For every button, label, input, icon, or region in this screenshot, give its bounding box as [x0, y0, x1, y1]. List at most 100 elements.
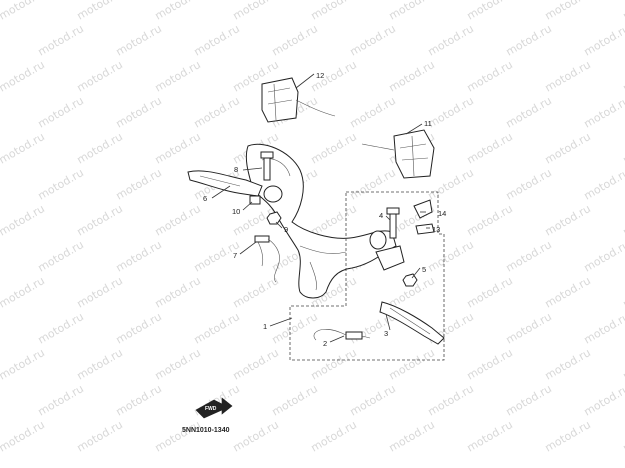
callout-8: 8: [234, 165, 238, 174]
callout-9: 9: [284, 225, 288, 234]
watermark-text: motod.ru: [426, 166, 476, 202]
watermark-text: motod.ru: [0, 346, 47, 382]
detail-box: [289, 191, 445, 361]
svg-text:FWD: FWD: [205, 406, 217, 412]
watermark-text: motod.ru: [75, 58, 125, 94]
watermark-text: motod.ru: [309, 346, 359, 382]
callout-13: 13: [432, 225, 440, 234]
bracket-14: [413, 199, 435, 235]
watermark-text: motod.ru: [0, 274, 47, 310]
watermark-text: motod.ru: [504, 166, 554, 202]
callout-6: 6: [203, 194, 207, 203]
watermark-text: motod.ru: [543, 130, 593, 166]
watermark-text: motod.ru: [465, 418, 515, 454]
nut-9: [266, 211, 282, 225]
right-handlebar-switch: [261, 77, 336, 123]
watermark-text: motod.ru: [348, 94, 398, 130]
front-arrow-icon: FWD: [195, 397, 233, 419]
watermark-text: motod.ru: [153, 346, 203, 382]
watermark-text: motod.ru: [582, 382, 625, 418]
watermark-text: motod.ru: [0, 58, 47, 94]
watermark-text: motod.ru: [36, 22, 86, 58]
switch-2: [313, 328, 371, 341]
bolt-4: [386, 207, 400, 239]
watermark-text: motod.ru: [75, 418, 125, 454]
watermark-text: motod.ru: [192, 22, 242, 58]
watermark-text: motod.ru: [465, 130, 515, 166]
watermark-text: motod.ru: [309, 130, 359, 166]
watermark-text: motod.ru: [348, 382, 398, 418]
watermark-text: motod.ru: [426, 238, 476, 274]
watermark-text: motod.ru: [543, 418, 593, 454]
watermark-text: motod.ru: [75, 346, 125, 382]
watermark-text: motod.ru: [270, 310, 320, 346]
watermark-text: motod.ru: [621, 58, 625, 94]
watermark-text: motod.ru: [153, 274, 203, 310]
watermark-text: motod.ru: [582, 94, 625, 130]
watermark-text: motod.ru: [582, 166, 625, 202]
watermark-text: motod.ru: [192, 310, 242, 346]
watermark-text: motod.ru: [504, 382, 554, 418]
watermark-text: motod.ru: [504, 238, 554, 274]
watermark-text: motod.ru: [426, 22, 476, 58]
watermark-text: motod.ru: [621, 346, 625, 382]
collar-10: [249, 195, 261, 205]
watermark-text: motod.ru: [0, 130, 47, 166]
diagram-code: 5NN1010-1340: [182, 427, 230, 434]
watermark-text: motod.ru: [0, 418, 47, 454]
watermark-text: motod.ru: [75, 274, 125, 310]
watermark-text: motod.ru: [192, 94, 242, 130]
watermark-text: motod.ru: [114, 166, 164, 202]
watermark-text: motod.ru: [75, 0, 125, 23]
watermark-text: motod.ru: [231, 274, 281, 310]
watermark-text: motod.ru: [348, 166, 398, 202]
callout-10: 10: [232, 207, 240, 216]
watermark-text: motod.ru: [504, 22, 554, 58]
watermark-text: motod.ru: [387, 0, 437, 23]
watermark-text: motod.ru: [231, 418, 281, 454]
watermark-text: motod.ru: [153, 418, 203, 454]
handlebar-assembly: [245, 143, 397, 299]
watermark-text: motod.ru: [231, 346, 281, 382]
lever-holder: [375, 245, 418, 287]
watermark-text: motod.ru: [75, 130, 125, 166]
watermark-text: motod.ru: [153, 202, 203, 238]
watermark-text: motod.ru: [465, 346, 515, 382]
watermark-text: motod.ru: [582, 22, 625, 58]
callout-2: 2: [323, 339, 327, 348]
watermark-text: motod.ru: [543, 346, 593, 382]
watermark-text: motod.ru: [309, 418, 359, 454]
callout-1: 1: [263, 322, 267, 331]
watermark-text: motod.ru: [387, 58, 437, 94]
callout-4: 4: [379, 211, 383, 220]
watermark-text: motod.ru: [621, 202, 625, 238]
watermark-text: motod.ru: [75, 202, 125, 238]
watermark-text: motod.ru: [114, 94, 164, 130]
watermark-text: motod.ru: [153, 0, 203, 23]
watermark-text: motod.ru: [543, 202, 593, 238]
watermark-text: motod.ru: [582, 238, 625, 274]
watermark-text: motod.ru: [621, 0, 625, 23]
watermark-text: motod.ru: [426, 94, 476, 130]
watermark-text: motod.ru: [465, 274, 515, 310]
switch-7: [254, 235, 280, 283]
watermark-text: motod.ru: [36, 310, 86, 346]
watermark-text: motod.ru: [153, 130, 203, 166]
watermark-text: motod.ru: [0, 0, 47, 23]
watermark-text: motod.ru: [348, 22, 398, 58]
watermark-text: motod.ru: [387, 418, 437, 454]
watermark-text: motod.ru: [309, 202, 359, 238]
callout-12: 12: [316, 71, 324, 80]
callout-labels: 12 11 6 8 9 10 7 14 13 4 5 3 1 2: [203, 71, 446, 348]
leader-lines: [211, 73, 430, 343]
watermark-text: motod.ru: [465, 58, 515, 94]
watermark-text: motod.ru: [36, 94, 86, 130]
watermark-text: motod.ru: [621, 274, 625, 310]
watermark-text: motod.ru: [36, 166, 86, 202]
watermark-text: motod.ru: [231, 0, 281, 23]
callout-3: 3: [384, 329, 388, 338]
watermark-text: motod.ru: [153, 58, 203, 94]
watermark-text: motod.ru: [114, 238, 164, 274]
